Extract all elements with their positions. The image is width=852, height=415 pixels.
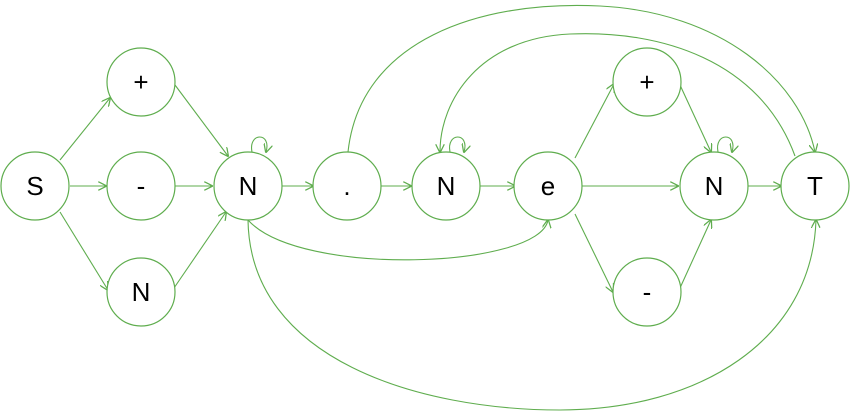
node-n: N [213, 151, 283, 221]
nodes: S + - N N . N e [0, 47, 850, 327]
node-minus2: - [612, 257, 682, 327]
node-t-label: T [807, 171, 823, 201]
node-plus-label: + [133, 67, 148, 97]
edge-s-to-plus [59, 98, 110, 161]
edges [59, 4, 816, 411]
edge-plus2-to-n3 [679, 84, 711, 152]
edge-plus-to-n [174, 84, 228, 156]
node-t: T [780, 151, 850, 221]
node-n-label: N [239, 171, 258, 201]
node-s: S [0, 151, 70, 221]
node-minus: - [106, 151, 176, 221]
node-n2-label: N [437, 171, 456, 201]
node-n-lower-label: N [132, 277, 151, 307]
edge-n-to-t [247, 220, 816, 411]
node-minus2-label: - [643, 277, 652, 307]
node-n-lower: N [106, 257, 176, 327]
node-n3: N [679, 151, 749, 221]
node-plus2: + [612, 47, 682, 117]
node-e: e [513, 151, 583, 221]
node-e-label: e [541, 171, 555, 201]
edge-e-to-plus [574, 84, 614, 159]
edge-n3-self-loop [717, 136, 733, 152]
node-n3-label: N [705, 171, 724, 201]
edge-n2-to-t [440, 33, 796, 157]
node-dot: . [312, 151, 382, 221]
node-s-label: S [26, 171, 43, 201]
edge-s-to-n-lower [59, 211, 108, 290]
edge-n-lower-to-n [173, 212, 226, 289]
node-dot-label: . [343, 171, 350, 201]
node-plus: + [106, 47, 176, 117]
edge-e-to-minus [574, 213, 613, 292]
edge-minus2-to-n3 [679, 220, 711, 289]
node-plus2-label: + [639, 67, 654, 97]
edge-dot-to-t [347, 4, 815, 152]
node-minus-label: - [137, 171, 146, 201]
edge-n-to-e [247, 220, 548, 261]
edge-n2-self-loop [449, 136, 465, 152]
edge-n-self-loop [251, 136, 267, 152]
node-n2: N [411, 151, 481, 221]
